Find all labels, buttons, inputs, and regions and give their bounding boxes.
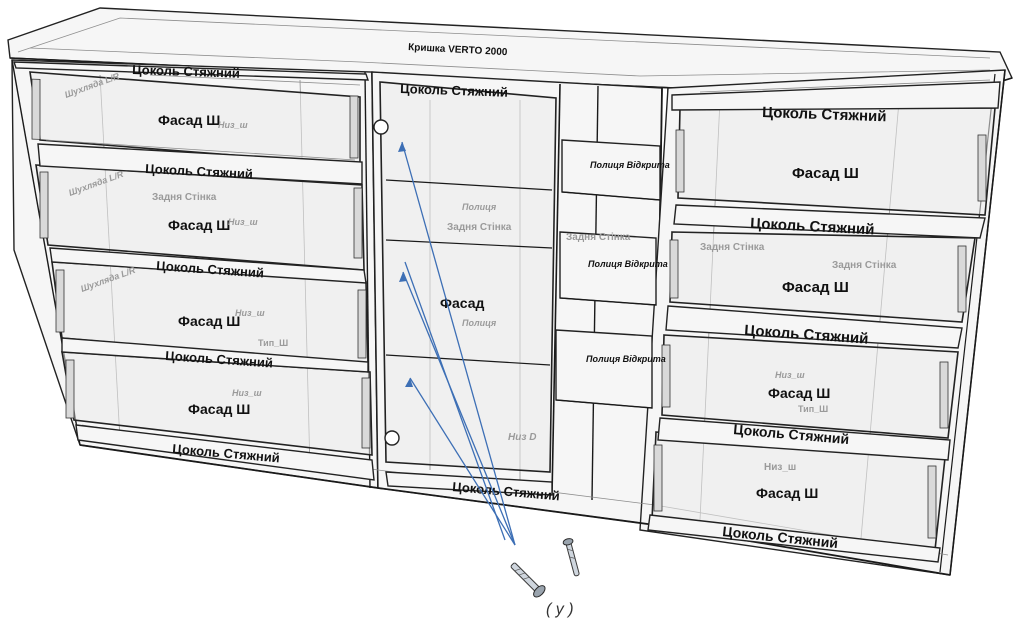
plinth-label-top-left: Цоколь Стяжний	[132, 62, 240, 81]
left-plinths	[13, 61, 375, 481]
right-drawer-1	[675, 107, 996, 216]
screw-icon	[510, 562, 546, 598]
bottom-label-left-4: Низ_ш	[232, 388, 262, 398]
facade-label-left-4: Фасад Ш	[188, 401, 250, 417]
back-wall-label-right-a: Задня Стінка	[700, 242, 765, 253]
middle-open-shelves	[555, 139, 661, 409]
plinth-label-top-right: Цоколь Стяжний	[762, 104, 887, 125]
back-type-label-right: Тип_Ш	[798, 404, 828, 414]
back-wall-label-left: Задня Стінка	[152, 192, 217, 203]
right-plinths	[647, 81, 1001, 563]
facade-label-left-1: Фасад Ш	[158, 112, 220, 128]
facade-labels: Фасад Ш Фасад Ш Фасад Ш Фасад Ш Фасад Фа…	[158, 112, 859, 501]
facade-label-left-3: Фасад Ш	[178, 313, 240, 329]
screw-icon	[562, 538, 580, 577]
back-wall-label-open: Задня Стінка	[566, 232, 631, 243]
plinth-label-left-1: Цоколь Стяжний	[145, 161, 253, 182]
plinth-label-top-mid: Цоколь Стяжний	[400, 81, 508, 100]
facade-label-left-2: Фасад Ш	[168, 217, 230, 233]
shelf-open-label-3: Полиця Відкрита	[586, 354, 666, 364]
facade-label-middle: Фасад	[440, 295, 484, 311]
hinge-cup-top	[373, 119, 389, 135]
caption: ( y )	[546, 601, 574, 618]
cornice-label: Кришка VERTO 2000	[408, 42, 508, 58]
back-wall-label-mid: Задня Стінка	[447, 222, 512, 233]
bottom-label-left-3: Низ_ш	[235, 308, 265, 318]
shelf-label-2: Полиця	[462, 318, 497, 328]
screw-arrows	[398, 141, 516, 546]
bottom-label-right-3: Низ_ш	[775, 370, 805, 380]
facade-label-right-3: Фасад Ш	[768, 385, 830, 401]
shelf-label-1: Полиця	[462, 202, 497, 212]
bottom-label-left-2: Низ_ш	[228, 217, 258, 227]
bottom-label-left-1: Низ_ш	[218, 120, 248, 130]
hinge-cup-bottom	[384, 430, 400, 446]
shelf-open-label-2: Полиця Відкрита	[588, 259, 668, 269]
facade-label-right-1: Фасад Ш	[792, 165, 859, 182]
right-drawer-3	[661, 334, 959, 439]
left-drawer-1	[29, 71, 361, 166]
shelf-open-label-1: Полиця Відкрита	[590, 160, 670, 170]
bottom-d-label: Низ D	[508, 432, 536, 443]
facade-label-right-4: Фасад Ш	[756, 485, 818, 501]
facade-label-right-2: Фасад Ш	[782, 279, 849, 296]
back-wall-label-right-b: Задня Стінка	[832, 260, 897, 271]
bottom-label-right-4: Низ_ш	[764, 462, 796, 473]
back-type-label-left: Тип_Ш	[258, 338, 288, 348]
right-drawer-2	[669, 231, 976, 323]
plinth-label-right-1: Цоколь Стяжний	[750, 215, 875, 238]
